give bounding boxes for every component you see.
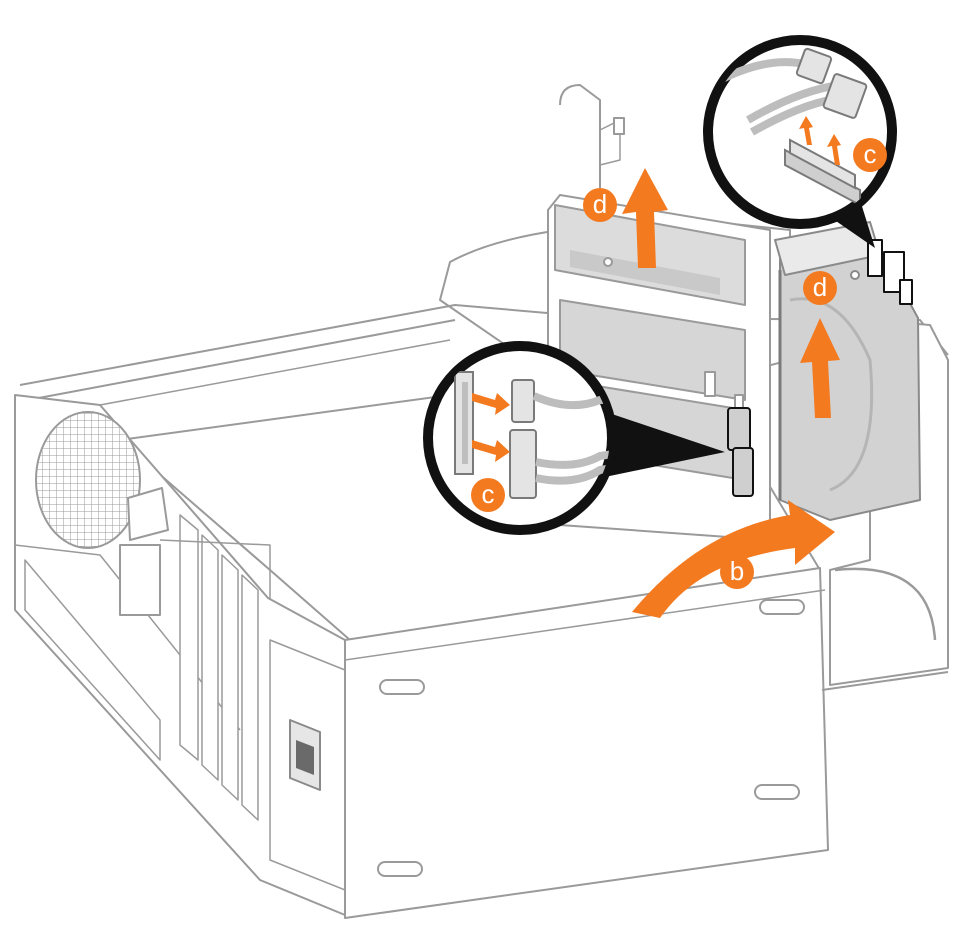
zoom-pointer-left <box>600 410 725 478</box>
svg-text:d: d <box>593 189 607 219</box>
lift-drive-arrow <box>800 318 840 418</box>
svg-text:c: c <box>864 139 877 169</box>
callout-badge-c-left: c <box>471 478 505 512</box>
callout-badge-d-drive: d <box>803 271 837 305</box>
lift-cage-arrow <box>622 168 668 268</box>
fan-grill <box>35 411 141 549</box>
hard-disk-drive <box>774 221 921 521</box>
detach-arrows-top <box>799 116 841 165</box>
sata-port-on-drive-cage <box>727 407 754 497</box>
callout-badge-c-top: c <box>853 138 887 172</box>
svg-text:c: c <box>482 479 495 509</box>
pci-slot-covers <box>159 514 271 821</box>
sata-cable-zoom-callout-left <box>423 341 725 535</box>
callout-badge-d-bay: d <box>583 188 617 222</box>
sata-cable-zoom-callout-top <box>703 35 897 248</box>
callout-badge-b: b <box>720 555 754 589</box>
connect-arrows-left <box>472 393 510 462</box>
svg-text:b: b <box>730 556 744 586</box>
svg-text:d: d <box>813 272 827 302</box>
